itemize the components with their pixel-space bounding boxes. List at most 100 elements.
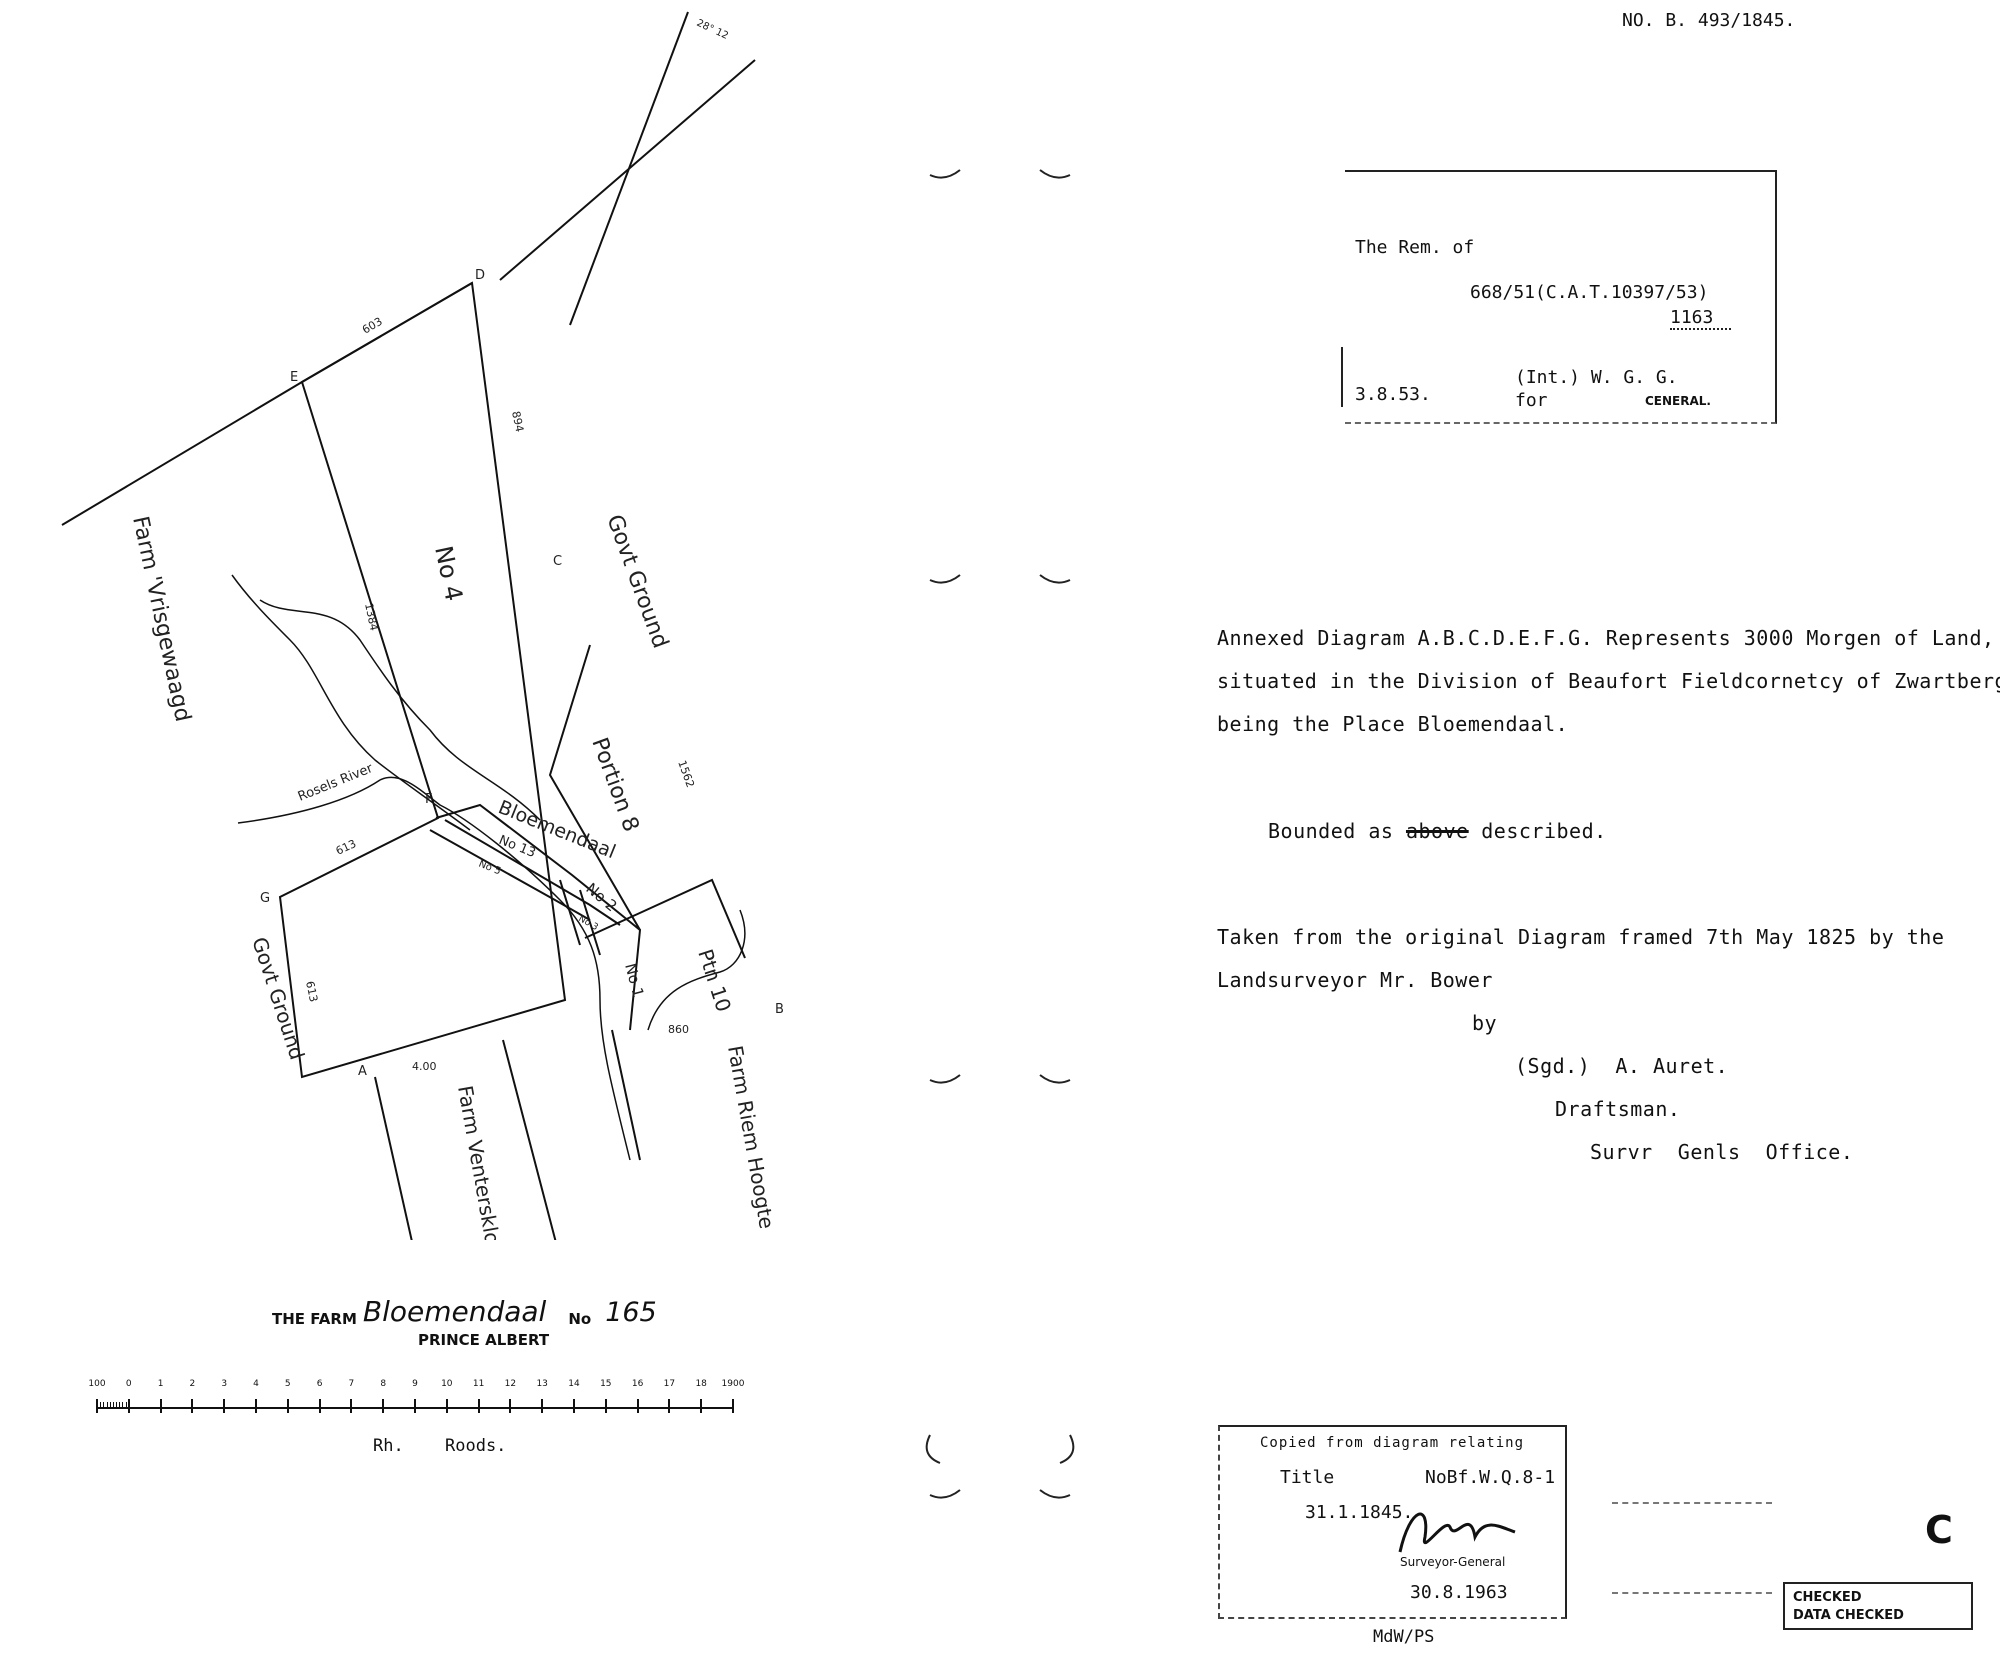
scale-tick — [223, 1399, 226, 1413]
checked-line-2: DATA CHECKED — [1793, 1608, 1904, 1623]
scale-tick — [700, 1399, 703, 1413]
stamp-signature-int: (Int.) W. G. G. — [1515, 367, 1678, 388]
scale-tick — [286, 1399, 289, 1413]
scale-unit-roods: Roods. — [445, 1436, 507, 1456]
stamp-for: for — [1515, 390, 1548, 411]
scale-tick — [191, 1399, 194, 1413]
scale-minor-tick — [112, 1402, 114, 1408]
scale-tick — [509, 1399, 512, 1413]
draftsman-line: Draftsman. — [1555, 1097, 1681, 1121]
scale-minor-tick — [109, 1402, 111, 1408]
faint-stamp — [1612, 1502, 1772, 1594]
farm-name: Bloemendaal — [362, 1295, 547, 1328]
corner-d: D — [475, 268, 485, 283]
corner-b: B — [775, 1002, 784, 1017]
by-line: by — [1472, 1011, 1498, 1035]
farm-no-label: No — [568, 1310, 592, 1328]
bounded-pre: Bounded as — [1268, 819, 1394, 843]
distance-cb: 1562 — [675, 759, 697, 790]
label-farm-vrisgewaagd: Farm 'Vrisgewaagd — [127, 514, 195, 724]
taken-line-1: Taken from the original Diagram framed 7… — [1217, 925, 1945, 949]
scale-tick — [350, 1399, 353, 1413]
scale-tick-label: 17 — [663, 1379, 676, 1389]
taken-line-2: Landsurveyor Mr. Bower — [1217, 968, 1493, 992]
copy-stamp-number: NoBf.W.Q.8-1 — [1425, 1467, 1556, 1488]
farm-district: PRINCE ALBERT — [418, 1331, 550, 1349]
scale-unit-rh: Rh. — [373, 1436, 404, 1456]
body-line-3: being the Place Bloemendaal. — [1217, 712, 1569, 736]
label-rosels-river: Rosels River — [296, 761, 376, 805]
scale-tick — [573, 1399, 575, 1413]
distance-ga: 613 — [303, 980, 320, 1003]
bearing-line-2 — [569, 11, 689, 326]
scale-minor-tick — [116, 1402, 118, 1408]
scale-minor-tick — [100, 1402, 102, 1408]
checked-stamp: CHECKED DATA CHECKED — [1783, 1582, 1973, 1630]
scale-tick — [668, 1399, 671, 1413]
scale-tick-label: 100 — [88, 1379, 106, 1389]
stamp-left-border — [1341, 347, 1343, 407]
scale-tick — [255, 1399, 257, 1413]
registration-stamp: The Rem. of 668/51(C.A.T.10397/53) 1163 … — [1341, 170, 1777, 424]
body-line-1: Annexed Diagram A.B.C.D.E.F.G. Represent… — [1217, 626, 1995, 650]
label-govt-ground-top: Govt Ground — [601, 512, 672, 652]
scale-tick-label: 11 — [472, 1379, 485, 1389]
distance-dc: 894 — [509, 410, 526, 433]
distance-ab-right: 860 — [668, 1023, 689, 1036]
label-no3: No 3 — [577, 914, 600, 933]
scale-tick-label: 15 — [600, 1379, 612, 1389]
scale-tick-label: 1900 — [721, 1379, 745, 1389]
farm-title: THE FARM Bloemendaal No 165 — [272, 1288, 657, 1328]
binding-marks — [925, 169, 1075, 1499]
corner-markers: A B C D E F G — [260, 268, 784, 1079]
scale-tick — [445, 1399, 448, 1413]
scale-minor-tick — [122, 1402, 124, 1408]
corner-a: A — [358, 1064, 367, 1079]
scale-tick-label: 14 — [568, 1379, 580, 1389]
scale-tick-label: 8 — [380, 1379, 387, 1389]
surveyor-signature — [1398, 1512, 1516, 1553]
scale-minor-tick — [103, 1402, 105, 1408]
boundary-de — [301, 282, 473, 383]
scale-tick-label: 13 — [536, 1379, 548, 1389]
scale-minor-tick — [125, 1402, 127, 1408]
label-no4: No 4 — [429, 543, 468, 603]
initials: MdW/PS — [1373, 1627, 1435, 1647]
corner-g: G — [260, 891, 270, 906]
stamp-1163: 1163 — [1670, 307, 1732, 330]
distance-ef: 1384 — [362, 602, 381, 632]
copy-stamp-issue-date: 30.8.1963 — [1410, 1582, 1508, 1603]
farm-title-prefix: THE FARM — [272, 1310, 357, 1328]
survey-diagram: A B C D E F G 603 894 1384 1562 613 613 … — [61, 11, 784, 1240]
scale-tick — [127, 1399, 130, 1413]
scale-tick — [414, 1399, 416, 1413]
scale-tick — [732, 1399, 734, 1413]
scale-tick — [318, 1399, 321, 1413]
scale-tick-label: 4 — [253, 1379, 259, 1389]
stamp-general: CENERAL. — [1645, 394, 1711, 408]
label-govt-ground-left: Govt Ground — [247, 934, 309, 1063]
scale-tick-label: 9 — [412, 1379, 418, 1389]
scale-tick-label: 0 — [125, 1379, 132, 1389]
copy-stamp-title: Title — [1280, 1467, 1335, 1488]
label-no1: No 1 — [621, 961, 647, 999]
scale-tick — [477, 1399, 480, 1413]
boundary-outer-left — [61, 381, 303, 526]
bounded-post: described. — [1481, 819, 1607, 843]
label-bearing: 28° 12 — [695, 18, 730, 42]
farm-number: 165 — [605, 1297, 657, 1328]
scale-tick-label: 2 — [189, 1379, 196, 1389]
scale-tick-label: 6 — [316, 1379, 323, 1389]
scale-tick-label: 18 — [695, 1379, 707, 1389]
copy-stamp-role: Surveyor-General — [1400, 1555, 1506, 1569]
label-no5: No 5 — [477, 859, 503, 878]
scale-tick-label: 3 — [221, 1379, 228, 1389]
scale-tick — [382, 1399, 385, 1413]
corner-f: F — [425, 792, 432, 807]
scale-tick-label: 5 — [284, 1379, 291, 1389]
label-ptn10: Ptn 10 — [693, 946, 736, 1015]
label-portion8: Portion 8 — [586, 735, 643, 836]
copy-stamp: Copied from diagram relating Title NoBf.… — [1218, 1425, 1567, 1619]
boundary-line — [278, 281, 567, 1079]
